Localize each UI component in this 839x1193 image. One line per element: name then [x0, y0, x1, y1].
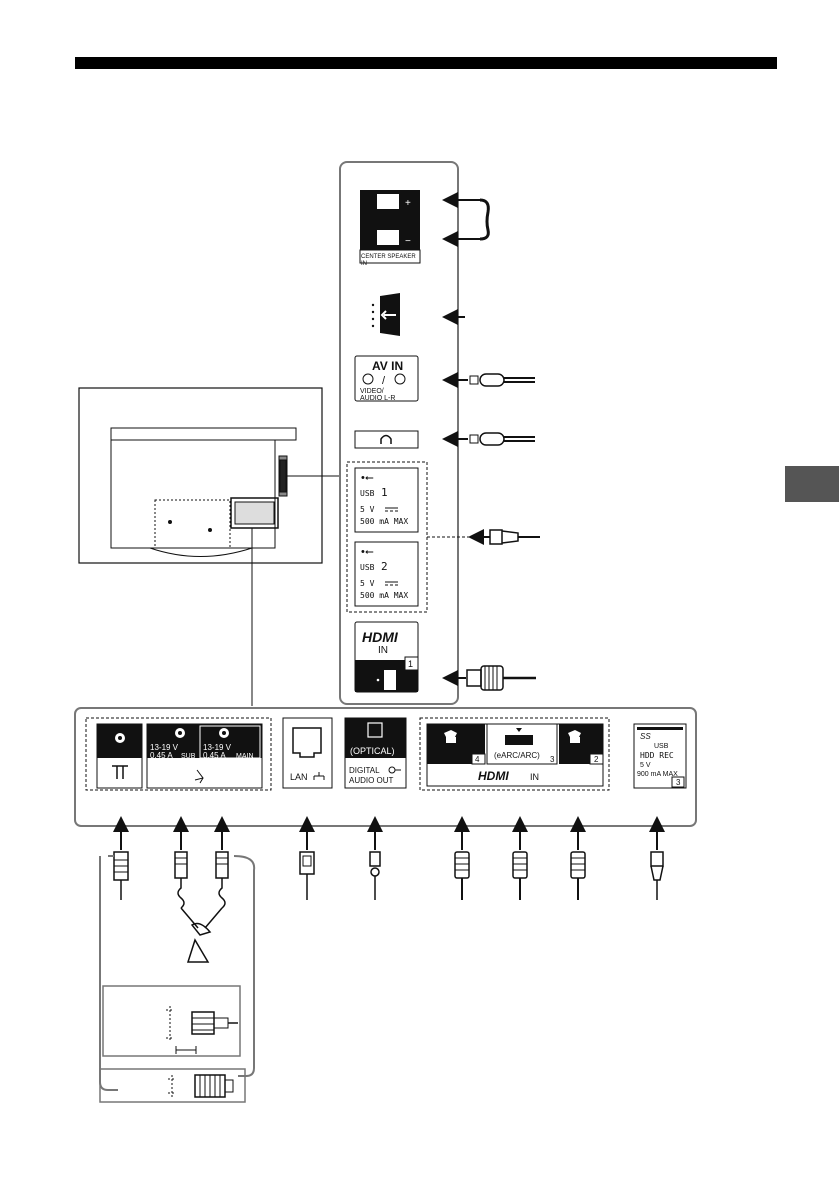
optical-line1: DIGITAL	[349, 766, 380, 775]
av-in-label-2: AUDIO L-R	[360, 395, 395, 402]
av-in-port[interactable]: AV IN / VIDEO/ AUDIO L-R	[355, 356, 418, 402]
usb-icon: •⭠	[361, 546, 374, 558]
satellite-dish-icon	[195, 770, 203, 783]
usb3-rec: HDD REC	[640, 751, 674, 760]
hdmi1-in: IN	[378, 645, 388, 656]
satellite-port[interactable]: 13-19 V 0.45 A SUB 13-19 V 0.45 A MAIN	[147, 724, 262, 788]
headphone-icon	[381, 436, 391, 445]
optical-label: (OPTICAL)	[350, 746, 395, 756]
usb3-port[interactable]: SS USB HDD REC 5 V 900 mA MAX 3	[634, 724, 686, 788]
speaker-plus: +	[405, 198, 411, 209]
optical-line2: AUDIO OUT	[349, 776, 394, 785]
sat-sub: SUB	[181, 753, 196, 760]
usb3-ss: SS	[640, 732, 651, 741]
hdmi-row-ports[interactable]: 4 (eARC/ARC) 3 2 HDMI IN	[427, 724, 603, 786]
av-cable	[446, 374, 535, 386]
speaker-cable	[446, 200, 488, 239]
speaker-label-1: CENTER SPEAKER	[361, 254, 416, 260]
antenna-icon	[112, 766, 128, 779]
hdmi1-num: 1	[408, 659, 413, 669]
hdmi-row-logo: HDMI	[478, 769, 509, 783]
usb-icon: •⭠	[361, 472, 374, 484]
tv-rear-view	[79, 388, 340, 706]
usb2-num: 2	[381, 560, 388, 573]
av-in-label-1: VIDEO/	[360, 388, 384, 395]
sat-main: MAIN	[236, 753, 254, 760]
hdmi-row-in: IN	[530, 772, 539, 782]
usb2-volt: 5 V	[360, 579, 375, 588]
headphone-port[interactable]	[355, 431, 418, 448]
hdmi-earc: (eARC/ARC)	[494, 751, 540, 760]
speaker-label-2: IN	[361, 261, 367, 267]
hdmi1-logo: HDMI	[362, 629, 399, 645]
usb1-volt: 5 V	[360, 505, 375, 514]
usb-cable	[427, 530, 540, 544]
sat-sub-amp: 0.45 A	[150, 751, 173, 760]
center-speaker-in-port[interactable]: + − CENTER SPEAKER IN	[360, 190, 420, 267]
hdmi2-num: 2	[594, 755, 599, 764]
av-in-title: AV IN	[372, 359, 403, 373]
usb2-amp: 500 mA MAX	[360, 591, 408, 600]
input-device-icon	[372, 293, 465, 336]
bottom-connectors	[100, 820, 663, 1102]
network-icon	[314, 772, 324, 780]
lan-label: LAN	[290, 772, 308, 782]
av-in-slash: /	[382, 375, 386, 387]
antenna-port[interactable]	[97, 724, 142, 788]
usb2-port[interactable]: •⭠ USB 2 5 V 500 mA MAX	[355, 542, 418, 606]
hdmi3-num: 3	[550, 755, 555, 764]
usb1-amp: 500 mA MAX	[360, 517, 408, 526]
usb2-name: USB	[360, 563, 375, 572]
usb1-num: 1	[381, 486, 388, 499]
usb1-name: USB	[360, 489, 375, 498]
usb3-num: 3	[676, 778, 681, 787]
lan-port[interactable]: LAN	[283, 718, 332, 788]
hdmi1-port[interactable]: HDMI IN 1	[355, 622, 418, 692]
usb-group-box	[347, 462, 427, 612]
hdmi1-cable	[446, 666, 536, 690]
headphone-cable	[446, 433, 535, 445]
sat-main-amp: 0.45 A	[203, 751, 226, 760]
speaker-minus: −	[405, 236, 411, 247]
hdmi4-num: 4	[475, 755, 480, 764]
usb3-volt: 5 V	[640, 762, 651, 769]
usb1-port[interactable]: •⭠ USB 1 5 V 500 mA MAX	[355, 468, 418, 532]
optical-port[interactable]: (OPTICAL) DIGITAL AUDIO OUT	[345, 718, 406, 788]
usb3-name: USB	[654, 743, 669, 750]
